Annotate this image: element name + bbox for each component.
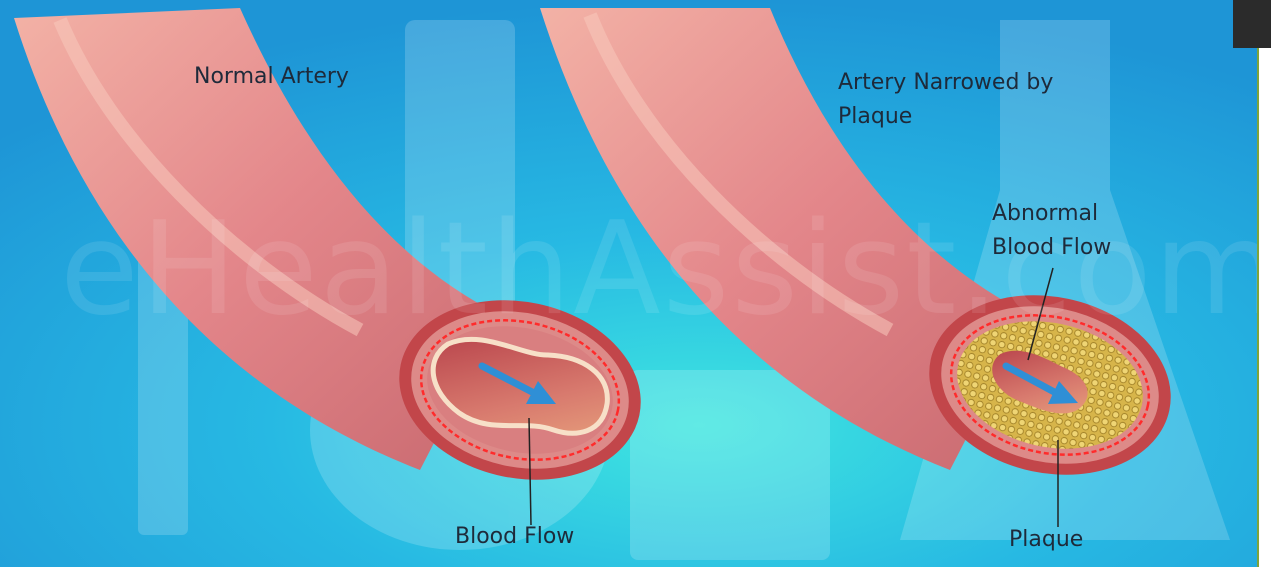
- normal-artery-title: Normal Artery: [194, 60, 349, 94]
- blood-flow-label: Blood Flow: [455, 520, 574, 554]
- narrowed-artery-title-line1: Artery Narrowed by: [838, 66, 1053, 100]
- abnormal-blood-flow-label-line2: Blood Flow: [992, 231, 1111, 265]
- narrowed-artery-title-line2: Plaque: [838, 100, 912, 134]
- page-edge: [1257, 48, 1271, 567]
- corner-tab: [1233, 0, 1271, 48]
- abnormal-blood-flow-label-line1: Abnormal: [992, 197, 1098, 231]
- plaque-label: Plaque: [1009, 523, 1083, 557]
